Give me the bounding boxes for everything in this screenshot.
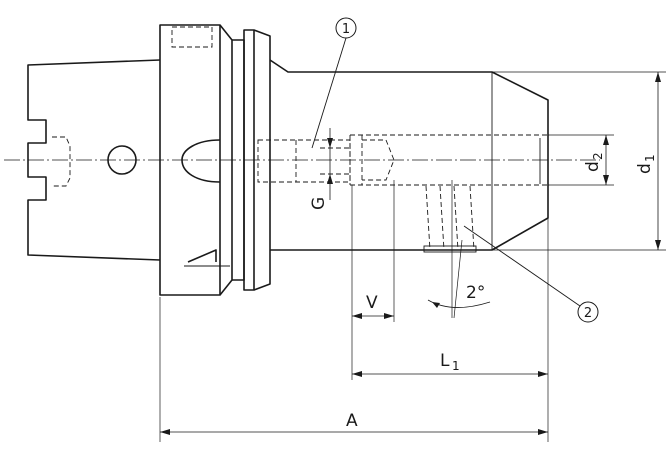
callouts: 1 2 — [311, 17, 599, 323]
balloon-1-text: 1 — [342, 22, 350, 37]
label-V: V — [366, 293, 378, 313]
balloon-1 — [335, 17, 357, 39]
label-L1-sub: 1 — [452, 359, 460, 373]
label-A: A — [346, 411, 358, 431]
label-d1-sub: 1 — [643, 154, 657, 162]
dimension-labels: A L 1 V 2° G d 2 d 1 — [309, 152, 657, 431]
hsk-shank — [27, 59, 161, 261]
dimensions — [159, 71, 666, 442]
label-d1: d — [635, 163, 655, 174]
label-d2-sub: 2 — [591, 152, 605, 160]
flange — [159, 24, 271, 296]
chuck-body — [257, 59, 549, 253]
label-angle: 2° — [466, 283, 485, 303]
balloon-2 — [577, 301, 599, 323]
label-d2: d — [583, 161, 603, 172]
label-G: G — [309, 197, 329, 210]
radial-hole — [107, 145, 137, 175]
balloon-2-text: 2 — [584, 306, 592, 321]
label-L1: L — [440, 351, 450, 371]
